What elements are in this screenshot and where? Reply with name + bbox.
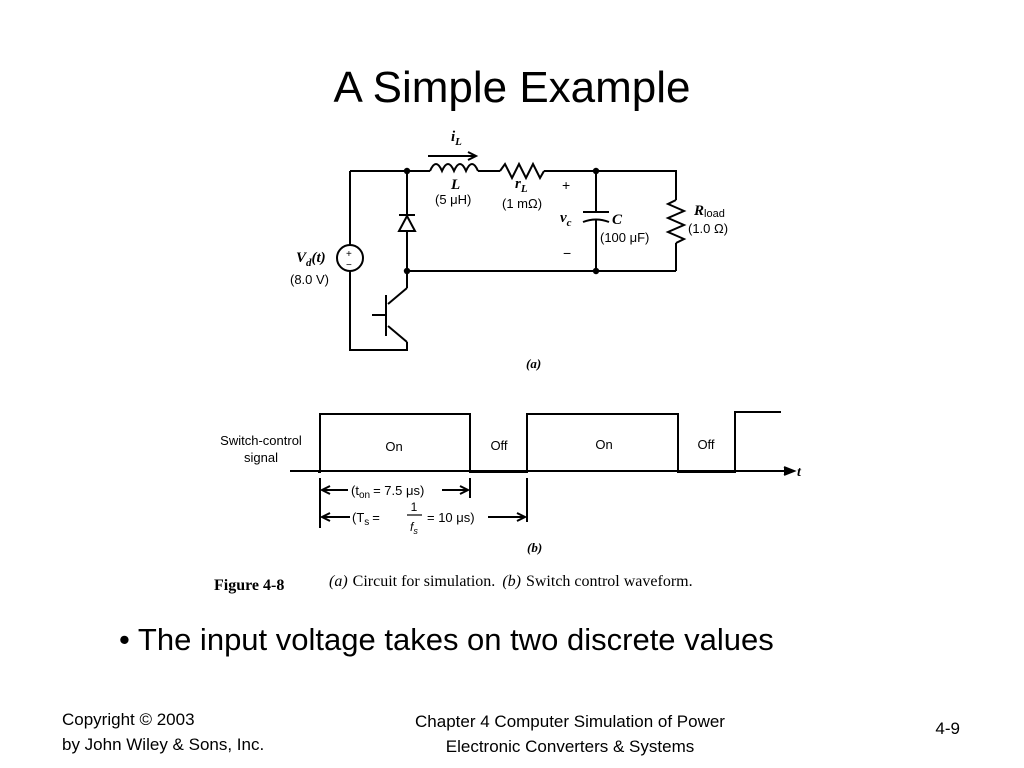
- resistor-rl: [499, 161, 545, 181]
- source-label: Vd(t): [296, 250, 326, 269]
- node-bottom-cap: [592, 267, 600, 275]
- ts-arrow-right: [488, 512, 528, 522]
- bullet-point: • The input voltage takes on two discret…: [119, 622, 774, 657]
- ts-fraction-denominator: fs: [410, 520, 418, 536]
- footer-chapter: Chapter 4 Computer Simulation of Power E…: [360, 709, 780, 759]
- figure-4-8: iL L (5 μH) rL (1 mΩ) + vc − C (100 μF) …: [214, 129, 802, 594]
- caption-text: (a)Circuit for simulation.(b)Switch cont…: [329, 573, 693, 590]
- inductor-label: L: [450, 177, 460, 193]
- caption-b: (b): [527, 540, 542, 555]
- transistor-emitter: [387, 325, 408, 343]
- resistor-label: rL: [515, 176, 528, 195]
- chapter-line-1: Chapter 4 Computer Simulation of Power: [415, 712, 725, 731]
- caption-a: (a): [526, 356, 541, 371]
- waveform-signal: [318, 411, 781, 473]
- load-value: (1.0 Ω): [688, 221, 728, 236]
- circuit-nodes: [403, 167, 600, 275]
- vc-plus: +: [562, 177, 570, 193]
- ton-annotation: (ton= 7.5 μs): [351, 483, 424, 501]
- ton-arrow-right: [442, 485, 471, 495]
- node-top-cap: [592, 167, 600, 175]
- ts-annotation: (Ts=: [352, 510, 380, 528]
- wire-top-left: [349, 170, 430, 245]
- inductor-coil: [429, 163, 479, 174]
- wire-top-right: [544, 170, 677, 200]
- ton-arrow-left: [319, 485, 348, 495]
- ts-arrow-left: [319, 512, 350, 522]
- capacitor-label: C: [612, 212, 623, 228]
- current-label: iL: [451, 129, 462, 148]
- signal-label-line2: signal: [244, 450, 278, 465]
- voltage-source: [336, 244, 364, 272]
- copyright-line-1: Copyright © 2003: [62, 710, 195, 729]
- circuit-labels: iL L (5 μH) rL (1 mΩ) + vc − C (100 μF) …: [290, 129, 728, 371]
- resistor-load: [665, 199, 687, 244]
- circuit-diagram: [336, 151, 687, 351]
- on-label-2: On: [595, 437, 612, 452]
- source-minus: −: [346, 260, 352, 271]
- resistor-value: (1 mΩ): [502, 196, 542, 211]
- signal-label-line1: Switch-control: [220, 433, 302, 448]
- slide-title: A Simple Example: [333, 63, 691, 112]
- figure-number: Figure 4-8: [214, 577, 284, 594]
- copyright-line-2: by John Wiley & Sons, Inc.: [62, 735, 265, 754]
- time-axis-arrowhead: [783, 466, 797, 476]
- ton-dimension: [319, 478, 528, 528]
- transistor-collector: [387, 287, 408, 305]
- load-label: Rload: [693, 203, 725, 220]
- chapter-line-2: Electronic Converters & Systems: [445, 737, 695, 756]
- time-axis-label: t: [797, 465, 802, 480]
- off-label-1: Off: [490, 438, 507, 453]
- ts-fraction-numerator: 1: [411, 500, 418, 514]
- waveform-labels: Switch-control signal On Off On Off t (t…: [220, 433, 802, 555]
- figure-caption: Figure 4-8 (a)Circuit for simulation.(b)…: [214, 573, 693, 594]
- node-bottom-diode: [403, 267, 411, 275]
- current-arrow: [428, 151, 479, 161]
- source-plus: +: [346, 249, 352, 260]
- diode-symbol: [397, 213, 417, 232]
- ts-value: = 10 μs): [427, 510, 475, 525]
- footer-copyright: Copyright © 2003 by John Wiley & Sons, I…: [62, 707, 362, 757]
- wire-transistor-bottom: [349, 271, 408, 351]
- page-number: 4-9: [935, 719, 960, 738]
- inductor-value: (5 μH): [435, 192, 471, 207]
- switch-waveform: [290, 411, 797, 528]
- capacitor-value: (100 μF): [600, 230, 649, 245]
- node-top-diode: [403, 167, 411, 175]
- vc-label: vc: [560, 210, 572, 229]
- vc-minus: −: [563, 245, 571, 261]
- source-value: (8.0 V): [290, 272, 329, 287]
- on-label-1: On: [385, 439, 402, 454]
- off-label-2: Off: [697, 437, 714, 452]
- capacitor-plate-bottom: [582, 218, 610, 223]
